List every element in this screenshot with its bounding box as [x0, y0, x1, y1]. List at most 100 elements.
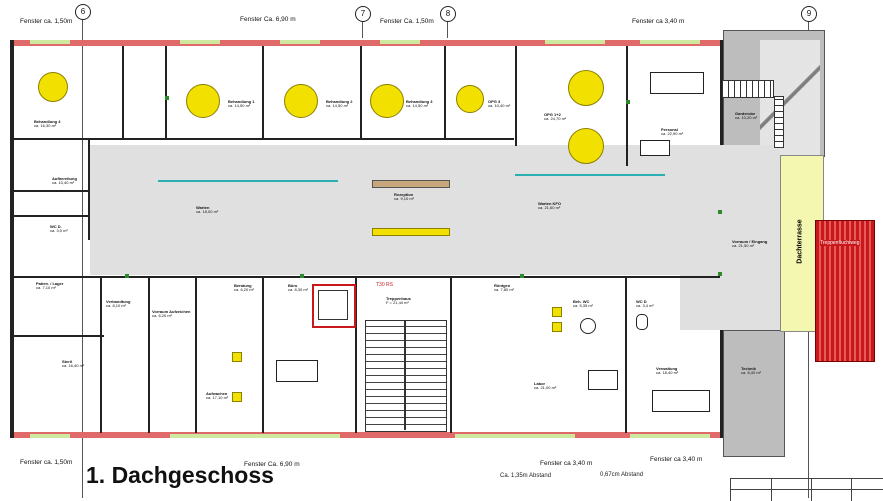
axis-marker-7: 7: [355, 6, 371, 22]
outer-wall-bottom: [10, 432, 720, 438]
wall-bottom-6: [450, 278, 452, 433]
corridor-main: [90, 145, 780, 275]
wall-left-col: [88, 140, 90, 240]
desk-icon: [588, 370, 618, 390]
escape-stairs-label: Treppenfluchtweg: [820, 240, 860, 246]
desk-icon: [276, 360, 318, 382]
outer-wall-left: [10, 40, 14, 438]
window-label-top-3: Fenster Ca. 1,50m: [380, 18, 434, 25]
stairwell-divider: [404, 320, 406, 430]
distance-note-2: 0,67cm Abstand: [600, 472, 644, 478]
chair-icon: [232, 352, 242, 362]
door-rating-label: T30 RS: [376, 282, 393, 288]
wall-top-7: [626, 46, 628, 166]
axis-line-8: [447, 20, 448, 38]
wall-bottom-3: [195, 278, 197, 433]
window-strip-top-3: [280, 40, 320, 44]
marker-icon: [520, 274, 524, 278]
marker-icon: [718, 210, 722, 214]
wall-left-mid: [14, 335, 104, 337]
desk-icon: [652, 390, 710, 412]
marker-icon: [125, 274, 129, 278]
wall-top-2: [165, 46, 167, 138]
wall-top-6: [515, 46, 517, 146]
waiting-area: [158, 180, 338, 242]
wall-bottom-1: [100, 278, 102, 433]
dental-chair-icon: [284, 84, 318, 118]
distance-note-1: Ca. 1,35m Abstand: [500, 473, 552, 479]
table-icon: [650, 72, 704, 94]
roof-terrace-label: Dachterrasse: [796, 219, 804, 264]
wall-left-upper-mid2: [14, 215, 89, 217]
stairwell: [365, 320, 447, 432]
reception-counter: [372, 228, 450, 236]
axis-line-6: [82, 20, 83, 498]
axis-marker-8: 8: [440, 6, 456, 22]
window-label-top-4: Fenster ca 3,40 m: [632, 18, 685, 25]
window-label-bottom-1: Fenster ca. 1,50m: [20, 459, 73, 466]
dental-chair-icon: [186, 84, 220, 118]
wall-bottom-5: [355, 278, 357, 433]
outer-wall-top: [10, 40, 720, 46]
wall-bottom-row-top: [14, 276, 720, 278]
corridor-right: [680, 155, 780, 330]
window-label-top-2: Fenster Ca. 6,90 m: [240, 16, 296, 23]
page-title: 1. Dachgeschoss: [86, 462, 274, 488]
sink-icon: [580, 318, 596, 334]
reception-desk: [372, 180, 450, 188]
toilet-icon: [636, 314, 648, 330]
wall-left-upper-mid: [14, 190, 89, 192]
window-label-bottom-4: Fenster ca 3,40 m: [650, 456, 703, 463]
marker-icon: [300, 274, 304, 278]
dental-chair-icon: [568, 128, 604, 164]
elevator: [312, 284, 356, 328]
waiting-kfo: [515, 174, 665, 242]
wall-bottom-7: [625, 278, 627, 433]
window-strip-bottom-2: [170, 434, 340, 438]
shelf-icon: [722, 80, 774, 98]
marker-icon: [626, 100, 630, 104]
dental-chair-icon: [38, 72, 68, 102]
window-strip-top-6: [640, 40, 700, 44]
elevator-inner: [318, 290, 348, 320]
window-strip-top-5: [545, 40, 605, 44]
window-strip-top-1: [30, 40, 70, 44]
shelf-icon: [774, 96, 784, 148]
marker-icon: [165, 96, 169, 100]
wall-top-4: [360, 46, 362, 138]
chair-icon: [552, 307, 562, 317]
wall-top-3: [262, 46, 264, 138]
wall-top-5: [444, 46, 446, 138]
marker-icon: [718, 272, 722, 276]
window-strip-top-2: [180, 40, 220, 44]
window-strip-top-4: [380, 40, 420, 44]
chair-icon: [552, 322, 562, 332]
chair-icon: [232, 392, 242, 402]
axis-marker-6: 6: [75, 4, 91, 20]
window-label-top-1: Fenster ca. 1,50m: [20, 18, 73, 25]
dental-chair-icon: [456, 85, 484, 113]
